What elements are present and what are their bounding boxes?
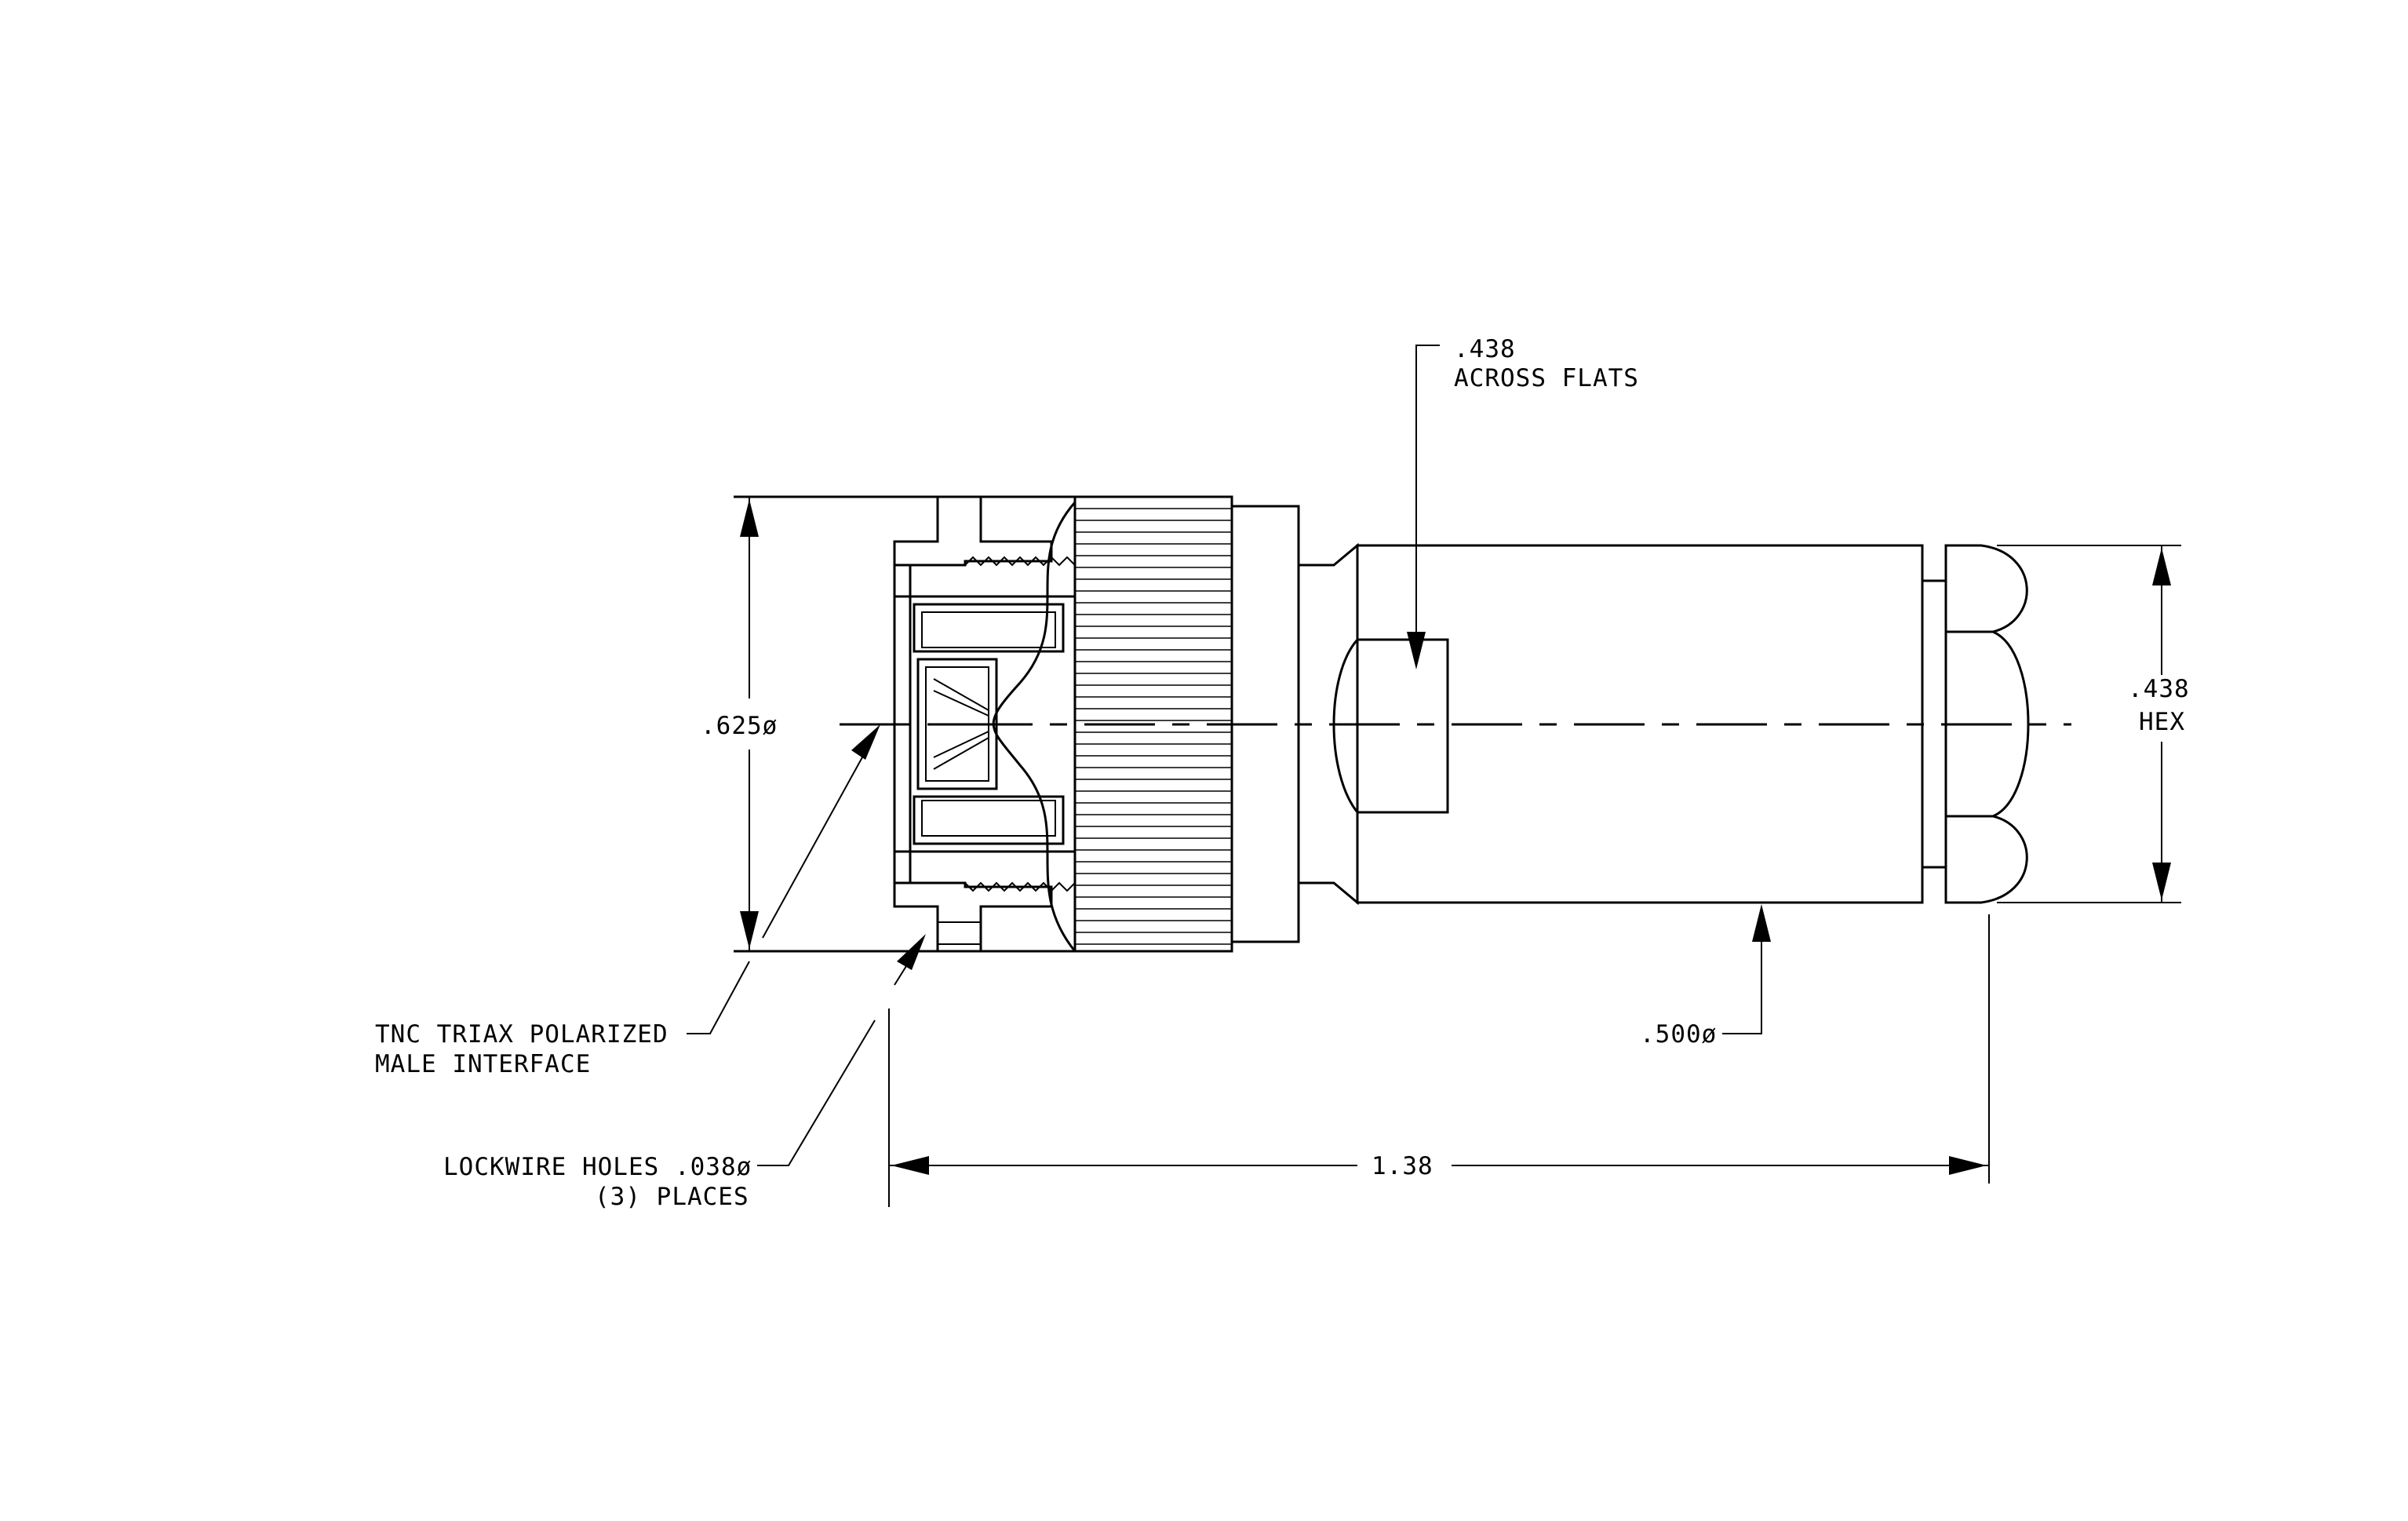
leader-interface: TNC TRIAX POLARIZED MALE INTERFACE bbox=[375, 724, 880, 1078]
knurled-coupling bbox=[1073, 495, 1300, 953]
interface-line2: MALE INTERFACE bbox=[375, 1050, 591, 1078]
leader-body-diameter: .500ø bbox=[1640, 904, 1771, 1049]
hex-nut bbox=[1921, 544, 2030, 904]
overall-length-label: 1.38 bbox=[1372, 1152, 1434, 1180]
body-diameter-label: .500ø bbox=[1640, 1020, 1717, 1049]
coupling-diameter-label: .625ø bbox=[701, 712, 778, 740]
dim-overall-length: 1.38 bbox=[888, 914, 1990, 1207]
coupling-nut-section bbox=[734, 495, 1076, 953]
lockwire-line2: (3) PLACES bbox=[595, 1183, 749, 1211]
interface-line1: TNC TRIAX POLARIZED bbox=[375, 1020, 668, 1049]
dim-hex: .438 HEX bbox=[1997, 545, 2190, 903]
leader-lockwire: LOCKWIRE HOLES .038ø (3) PLACES bbox=[443, 934, 926, 1211]
across-flats-value: .438 bbox=[1454, 335, 1516, 363]
across-flats-text: ACROSS FLATS bbox=[1454, 364, 1639, 392]
hex-text: HEX bbox=[2139, 708, 2185, 736]
hex-value: .438 bbox=[2128, 675, 2190, 703]
lockwire-line1: LOCKWIRE HOLES .038ø bbox=[443, 1153, 752, 1181]
dim-coupling-diameter: .625ø bbox=[701, 497, 778, 951]
dim-across-flats: .438 ACROSS FLATS bbox=[1407, 335, 1639, 669]
